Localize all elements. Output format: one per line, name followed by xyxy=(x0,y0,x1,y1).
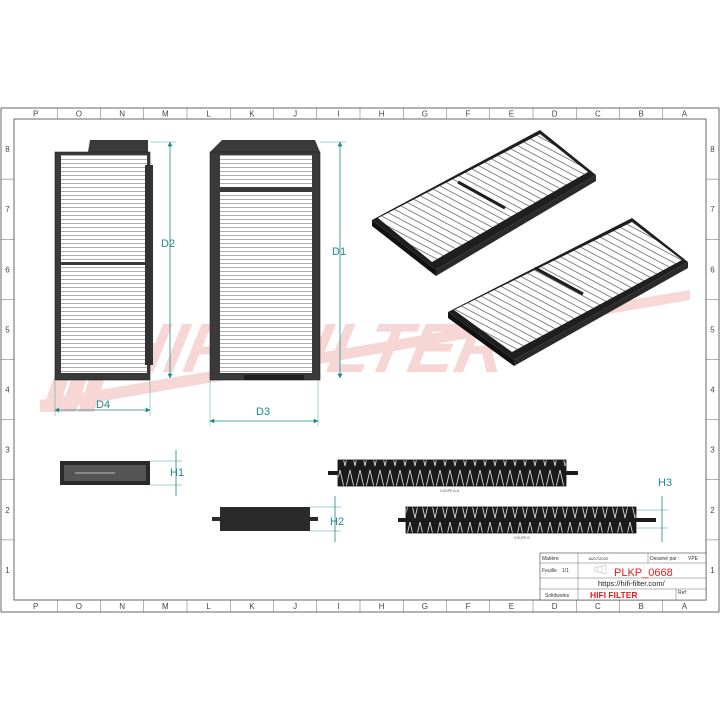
column-label-j: J xyxy=(293,110,297,119)
row-label-7: 7 xyxy=(5,205,10,214)
ref-label: Ref: xyxy=(678,590,687,596)
dimension-h2: H2 xyxy=(310,496,344,542)
dessine-value: VPE xyxy=(688,556,699,562)
side-view-h2 xyxy=(212,507,318,531)
column-label-m: M xyxy=(162,602,169,611)
isometric-view-upper xyxy=(372,130,596,276)
column-label-n: N xyxy=(119,110,125,119)
row-label-6: 6 xyxy=(5,265,10,274)
row-label-4: 4 xyxy=(710,386,715,395)
dimension-label-h3: H3 xyxy=(658,477,672,489)
column-label-c: C xyxy=(595,110,601,119)
url-text: https://hifi-filter.com/ xyxy=(598,579,666,588)
section-view-b: COUPE B xyxy=(398,506,656,540)
dessine-label: Dessiné par : xyxy=(650,556,679,562)
dimension-label-d1: D1 xyxy=(332,246,346,258)
section-label-b: COUPE B xyxy=(514,536,530,540)
dimension-d4: D4 xyxy=(54,380,151,416)
dimension-h3: H3 xyxy=(636,477,672,542)
dimension-label-d4: D4 xyxy=(96,399,110,411)
column-label-b: B xyxy=(638,602,643,611)
column-label-h: H xyxy=(379,110,385,119)
column-label-k: K xyxy=(249,602,255,611)
column-label-o: O xyxy=(76,602,82,611)
row-label-1: 1 xyxy=(5,566,10,575)
column-label-d: D xyxy=(552,110,558,119)
dimension-label-d2: D2 xyxy=(161,238,175,250)
row-label-5: 5 xyxy=(5,325,10,334)
matiere-label: Matière xyxy=(542,556,559,562)
column-label-f: F xyxy=(466,110,471,119)
row-label-3: 3 xyxy=(710,446,715,455)
column-label-a: A xyxy=(682,110,688,119)
row-label-8: 8 xyxy=(710,145,715,154)
feuille-value: 1/1 xyxy=(562,568,569,574)
row-label-2: 2 xyxy=(5,506,10,515)
date-text: 16/07/2020 xyxy=(588,556,609,561)
front-view-left xyxy=(54,140,153,381)
software-text: Solidworks xyxy=(545,593,570,599)
column-label-e: E xyxy=(509,602,514,611)
column-label-h: H xyxy=(379,602,385,611)
column-label-l: L xyxy=(206,110,211,119)
column-label-m: M xyxy=(162,110,169,119)
column-label-o: O xyxy=(76,110,82,119)
column-label-i: I xyxy=(337,110,339,119)
section-label-a: COUPE A-A xyxy=(440,489,460,493)
column-label-l: L xyxy=(206,602,211,611)
section-view-a: COUPE A-A xyxy=(328,459,578,493)
row-label-3: 3 xyxy=(5,446,10,455)
row-label-4: 4 xyxy=(5,386,10,395)
dimension-d2: D2 xyxy=(150,141,176,379)
row-label-2: 2 xyxy=(710,506,715,515)
column-label-k: K xyxy=(249,110,255,119)
column-label-p: P xyxy=(33,602,38,611)
row-label-7: 7 xyxy=(710,205,715,214)
part-number: PLKP_0668 xyxy=(614,567,673,579)
column-label-p: P xyxy=(33,110,38,119)
dimension-d1: D1 xyxy=(320,141,346,379)
column-label-c: C xyxy=(595,602,601,611)
column-label-d: D xyxy=(552,602,558,611)
brand-text: HIFI FILTER xyxy=(590,590,638,600)
row-label-6: 6 xyxy=(710,265,715,274)
dimension-label-h1: H1 xyxy=(170,467,184,479)
dimension-label-h2: H2 xyxy=(330,516,344,528)
column-label-g: G xyxy=(422,110,428,119)
side-view-h1 xyxy=(60,461,150,485)
dimension-label-d3: D3 xyxy=(256,406,270,418)
column-label-i: I xyxy=(337,602,339,611)
projection-symbol xyxy=(593,564,607,575)
row-ruler-left: 8 7 6 5 4 3 2 1 xyxy=(1,145,14,575)
column-label-n: N xyxy=(119,602,125,611)
dimension-h1: H1 xyxy=(150,450,184,496)
column-label-e: E xyxy=(509,110,514,119)
row-label-8: 8 xyxy=(5,145,10,154)
dimension-d3: D3 xyxy=(209,380,319,426)
column-label-b: B xyxy=(638,110,643,119)
column-label-g: G xyxy=(422,602,428,611)
title-block: Matière 16/07/2020 Dessiné par : VPE Feu… xyxy=(539,552,707,601)
row-label-1: 1 xyxy=(710,566,715,575)
front-view-middle xyxy=(209,140,321,381)
column-label-j: J xyxy=(293,602,297,611)
column-label-f: F xyxy=(466,602,471,611)
feuille-label: Feuille xyxy=(542,568,557,574)
isometric-view-lower xyxy=(448,218,688,366)
row-ruler-right: 8 7 6 5 4 3 2 1 xyxy=(706,145,719,575)
row-label-5: 5 xyxy=(710,325,715,334)
column-label-a: A xyxy=(682,602,688,611)
